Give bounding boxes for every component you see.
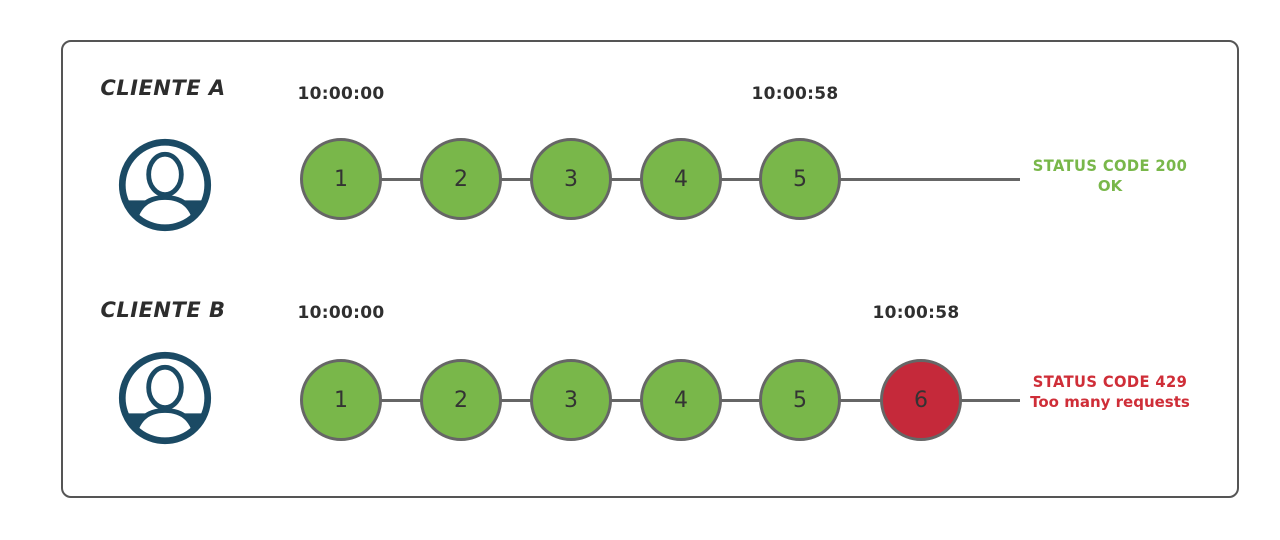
status-code-line: STATUS CODE 200 — [1032, 156, 1188, 175]
request-node-ok: 2 — [420, 359, 502, 441]
request-node-ok: 1 — [300, 138, 382, 220]
request-node-ok: 4 — [640, 359, 722, 441]
request-node-ok: 3 — [530, 359, 612, 441]
end-timestamp: 10:00:58 — [872, 303, 960, 323]
request-node-ok: 5 — [759, 359, 841, 441]
user-avatar-icon — [117, 137, 213, 237]
outer-frame — [61, 40, 1239, 498]
request-node-ok: 1 — [300, 359, 382, 441]
client-name-label: CLIENTE A — [100, 76, 226, 100]
status-message-line: Too many requests — [1030, 392, 1190, 411]
client-name-label: CLIENTE B — [100, 298, 226, 322]
end-timestamp: 10:00:58 — [751, 84, 839, 104]
start-timestamp: 10:00:00 — [297, 303, 385, 323]
status-code-line: STATUS CODE 429 — [1032, 372, 1188, 391]
request-node-blocked: 6 — [880, 359, 962, 441]
user-avatar-icon — [117, 350, 213, 450]
status-message-line: OK — [1097, 176, 1123, 195]
request-node-ok: 5 — [759, 138, 841, 220]
request-node-ok: 3 — [530, 138, 612, 220]
request-node-ok: 4 — [640, 138, 722, 220]
request-node-ok: 2 — [420, 138, 502, 220]
start-timestamp: 10:00:00 — [297, 84, 385, 104]
